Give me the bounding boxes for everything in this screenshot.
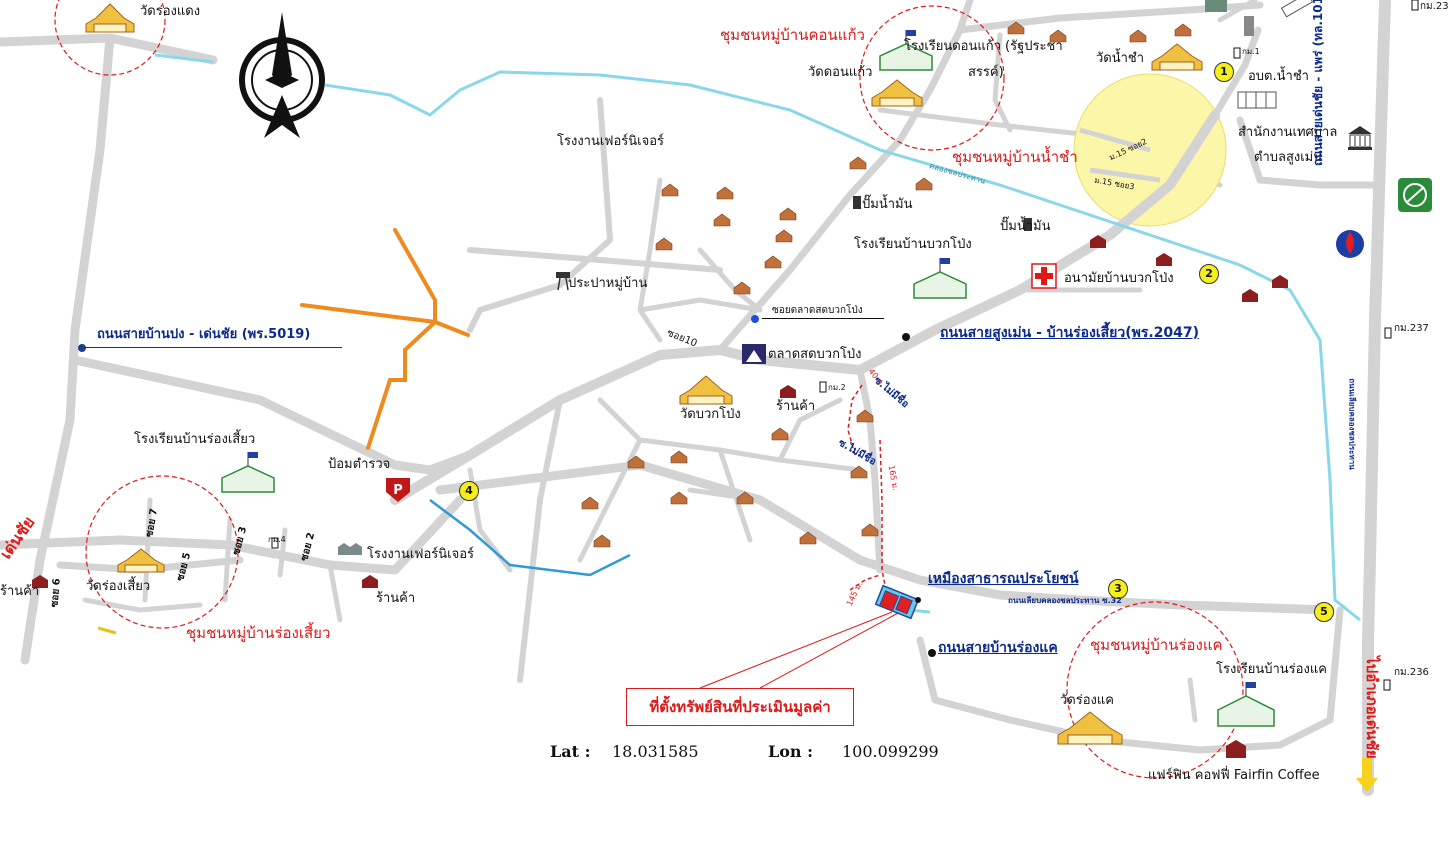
lat-value: 18.031585 (612, 742, 699, 761)
label-km23: กม.23 (1420, 1, 1449, 12)
label-shop-2: ร้านค้า (376, 591, 416, 606)
label-km237: กม.237 (1394, 323, 1429, 334)
house-icons (581, 21, 1192, 548)
marker-3[interactable]: 3 (1108, 579, 1128, 599)
building-icon (1205, 0, 1314, 36)
label-school-rong-khae: โรงเรียนบ้านร่องแค (1216, 662, 1327, 677)
label-shop-3: ร้านค้า (0, 584, 40, 599)
community-circles (54, 0, 1244, 779)
ptt-station-icon (1336, 230, 1364, 258)
label-furniture-factory-top: โรงงานเฟอร์นิเจอร์ (557, 134, 665, 149)
label-road-rong-khae: ถนนสายบ้านร่องแค (938, 640, 1058, 656)
callout-lines (699, 611, 901, 689)
label-health-center: อนามัยบ้านบวกโป่ง (1064, 271, 1174, 286)
stream (429, 499, 631, 577)
lon-value: 100.099299 (842, 742, 939, 761)
label-municipal-office-2: ตำบลสูงเม่น (1254, 150, 1323, 165)
market-icon (742, 344, 766, 364)
label-public-canal: เหมืองสาธารณประโยชน์ (928, 571, 1079, 587)
school-icons (221, 30, 1275, 727)
label-wat-buak-pong: วัดบวกโป่ง (680, 407, 741, 422)
route-to-property (847, 384, 886, 591)
label-community-nam-cham: ชุมชนหมู่บ้านน้ำชำ (952, 148, 1078, 166)
road-marker-ban-pong (78, 344, 86, 352)
police-box-icon: P (386, 478, 410, 502)
label-wat-rong-daeng: วัดร่องแดง (140, 4, 201, 19)
lon-label: Lon : (768, 742, 814, 761)
road-marker-sung-men (902, 333, 910, 341)
marker-5[interactable]: 5 (1314, 602, 1334, 622)
label-wat-rong-khae: วัดร่องแค (1060, 693, 1114, 708)
label-km4: กม.4 (268, 535, 286, 544)
factory-icon (338, 543, 362, 555)
label-canal-vertical: ถนนเลียบคลองชลประทาน (1347, 378, 1357, 470)
orange-road (300, 228, 470, 450)
marker-2[interactable]: 2 (1199, 264, 1219, 284)
market-soi-marker (751, 315, 759, 323)
svg-text:P: P (393, 483, 403, 498)
obt-building-icon (1237, 91, 1277, 109)
label-school-khon-kaeo-2: สรรค์) (968, 65, 1004, 80)
label-wat-rong-siao: วัดร่องเสี้ยว (86, 579, 151, 594)
bangchak-station-icon (1398, 178, 1432, 212)
compass-n-label: N (276, 73, 287, 87)
temple-icons (85, 3, 1203, 745)
label-school-buak-pong: โรงเรียนบ้านบวกโป่ง (854, 237, 972, 252)
yellow-mark (97, 626, 117, 635)
label-shop-1: ร้านค้า (776, 399, 816, 414)
road-ban-pong-underline (84, 347, 342, 348)
gas-pump-icons (853, 196, 1032, 231)
label-to-den-chai: ไปอำเภอเด่นชัย (1362, 656, 1381, 759)
road-network (0, 0, 1391, 796)
water-tower-icon (556, 272, 570, 291)
label-km236: กม.236 (1394, 667, 1429, 678)
property-callout[interactable]: ที่ตั้งทรัพย์สินที่ประเมินมูลค่า (626, 688, 854, 726)
label-police-box: ป้อมตำรวจ (328, 457, 391, 472)
km-post-icons (271, 0, 1419, 691)
label-community-khon-kaeo: ชุมชนหมู่บ้านคอนแก้ว (720, 26, 865, 44)
marker-4[interactable]: 4 (459, 481, 479, 501)
label-wat-nam-cham: วัดน้ำชำ (1096, 51, 1145, 66)
label-school-khon-kaeo: โรงเรียนดอนแก้ว (รัฐประชา (904, 39, 1063, 54)
label-soi-market: ซอยตลาดสดบวกโป่ง (772, 305, 863, 316)
label-road-ban-pong: ถนนสายบ้านปง - เด่นชัย (พร.5019) (97, 327, 311, 342)
health-center-icon (1031, 263, 1057, 289)
label-highway-101: ถนนสายเด่นชัย - แพร่ (ทล.101) (1311, 0, 1325, 166)
government-building-icon (1348, 126, 1372, 150)
to-den-chai-arrow-icon (1356, 758, 1378, 792)
label-municipal-office: สำนักงานเทศบาล (1238, 125, 1338, 140)
label-gas-station-1: ปั๊มน้ำมัน (862, 197, 913, 212)
label-road-sung-men: ถนนสายสูงเม่น - บ้านร่องเสี้ยว(พร.2047) (940, 325, 1200, 341)
compass-icon (239, 12, 325, 138)
label-canal-road: ถนนเลียบคลองชลประทาน ซ.32 (1008, 596, 1122, 605)
property-callout-text: ที่ตั้งทรัพย์สินที่ประเมินมูลค่า (649, 698, 831, 716)
label-gas-station-2: ปั๊มน้ำมัน (1000, 219, 1051, 234)
property-parcel[interactable] (874, 584, 920, 620)
label-km1: กม.1 (1242, 47, 1260, 56)
label-community-rong-siao: ชุมชนหมู่บ้านร่องเสี้ยว (186, 624, 331, 642)
soi-market-underline (762, 318, 884, 319)
canal-marker (915, 597, 921, 603)
label-fresh-market: ตลาดสดบวกโป่ง (768, 347, 862, 362)
road-marker-rong-khae (928, 649, 936, 657)
label-community-rong-khae: ชุมชนหมู่บ้านร่องแค (1090, 636, 1223, 654)
label-km2: กม.2 (828, 383, 846, 392)
label-school-rong-siao: โรงเรียนบ้านร่องเสี้ยว (134, 432, 256, 447)
label-water-supply: ประปาหมู่บ้าน (568, 276, 648, 291)
marker-1[interactable]: 1 (1214, 62, 1234, 82)
label-furniture-factory-bottom: โรงงานเฟอร์นิเจอร์ (367, 547, 475, 562)
shop-icons (32, 235, 1288, 758)
label-obt-nam-cham: อบต.น้ำชำ (1248, 69, 1309, 84)
label-wat-khon-kaeo: วัดดอนแก้ว (808, 65, 873, 80)
label-cafe: แฟร์ฟิน คอฟฟี่ Fairfin Coffee (1148, 768, 1320, 783)
lat-label: Lat : (550, 742, 591, 761)
